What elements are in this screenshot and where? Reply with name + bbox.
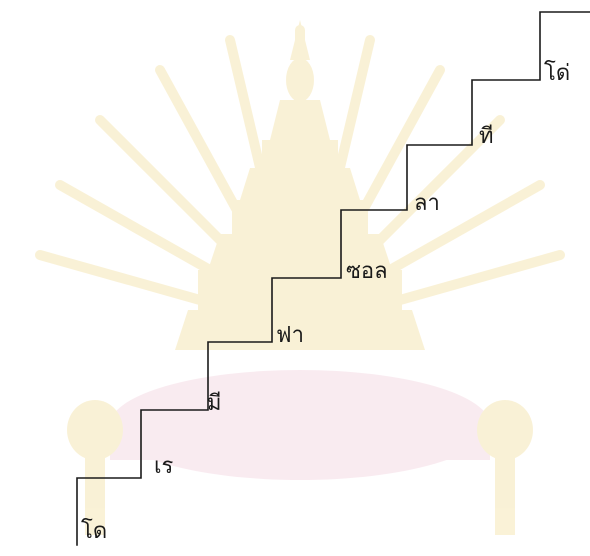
emblem-base	[110, 370, 490, 480]
step-label: โด	[81, 518, 107, 544]
step-label: ฟา	[276, 323, 304, 348]
step-label: ที	[479, 124, 494, 149]
emblem-rays	[35, 25, 565, 305]
step-label: เร	[154, 454, 174, 479]
emblem-tassels	[67, 400, 533, 535]
emblem-watermark	[35, 20, 565, 535]
step-label: มี	[207, 391, 222, 416]
step-label: ซอล	[346, 259, 388, 284]
step-label: โด่	[544, 60, 570, 86]
step-labels: โด เร มี ฟา ซอล ลา ที โด่	[81, 60, 570, 544]
emblem-pagoda	[175, 20, 425, 350]
staircase-line	[76, 11, 590, 546]
step-label: ลา	[414, 191, 440, 216]
